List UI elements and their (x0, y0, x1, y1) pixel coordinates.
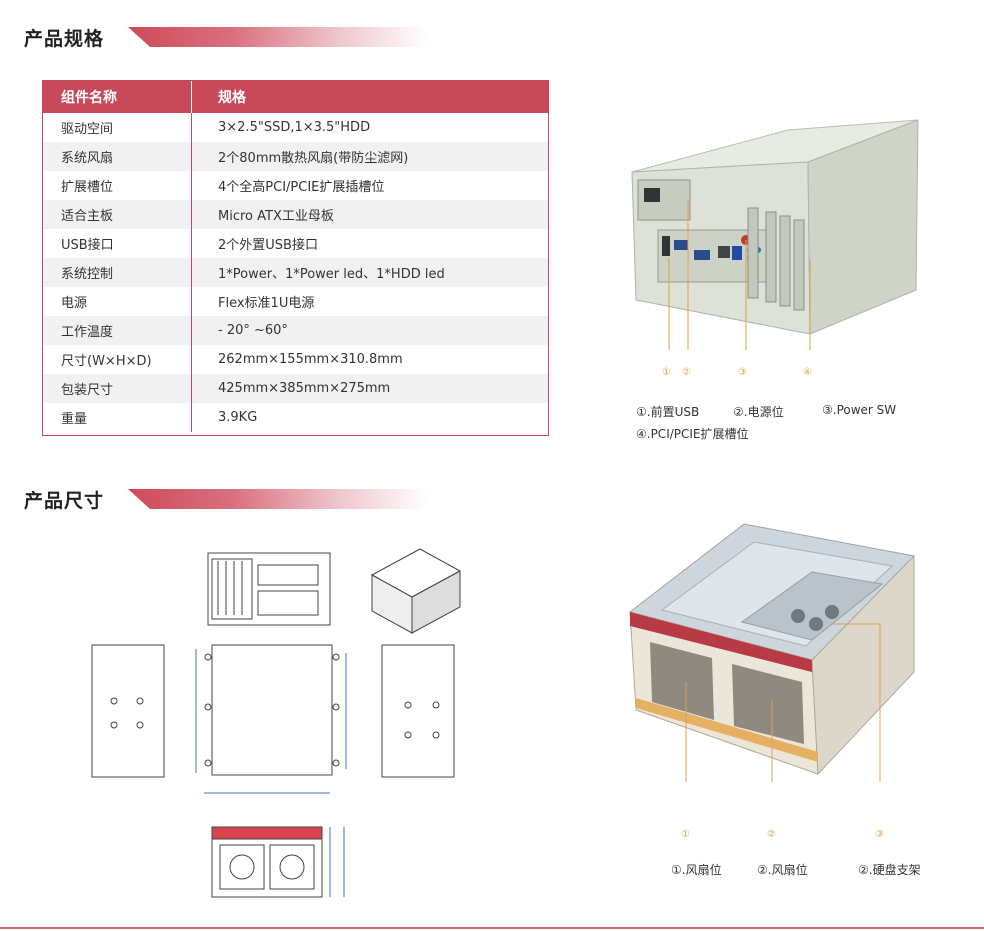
spec-row: 适合主板 Micro ATX工业母板 (43, 200, 548, 229)
spec-row: USB接口 2个外置USB接口 (43, 229, 548, 258)
dimension-drawings (91, 548, 462, 898)
spec-row-name: 重量 (43, 403, 192, 432)
spec-row: 尺寸(W×H×D) 262mm×155mm×310.8mm (43, 345, 548, 374)
front-legend-3: ②.硬盘支架 (858, 863, 921, 877)
spec-row: 系统控制 1*Power、1*Power led、1*HDD led (43, 258, 548, 287)
rear-legend-3: ③.Power SW (822, 403, 897, 417)
spec-row-value: 262mm×155mm×310.8mm (218, 352, 403, 367)
spec-row-name: 系统控制 (43, 258, 192, 287)
spec-row-value: 2个外置USB接口 (218, 238, 318, 253)
dimensions-title: 产品尺寸 (24, 489, 105, 512)
spec-row-value: Flex标准1U电源 (218, 296, 315, 311)
spec-row-value: 3.9KG (218, 410, 258, 425)
spec-row-name: 系统风扇 (43, 142, 192, 171)
spec-row-value: 1*Power、1*Power led、1*HDD led (218, 267, 445, 282)
rear-marker: ③ (738, 367, 747, 378)
spec-row-name: 包装尺寸 (43, 374, 192, 403)
spec-row: 包装尺寸 425mm×385mm×275mm (43, 374, 548, 403)
spec-row-name: 驱动空间 (43, 113, 192, 142)
spec-row-value: Micro ATX工业母板 (218, 209, 334, 224)
header-component-name: 组件名称 (43, 81, 192, 113)
front-marker: ① (681, 829, 690, 840)
spec-row-value: - 20° ~60° (218, 323, 288, 338)
spec-row: 重量 3.9KG (43, 403, 548, 432)
spec-row-name: 扩展槽位 (43, 171, 192, 200)
rear-legend-4: ④.PCI/PCIE扩展槽位 (636, 427, 749, 441)
specs-title: 产品规格 (24, 27, 105, 50)
spec-row-name: 电源 (43, 287, 192, 316)
spec-row: 扩展槽位 4个全高PCI/PCIE扩展插槽位 (43, 171, 548, 200)
spec-row-name: 尺寸(W×H×D) (43, 345, 192, 374)
spec-table: 组件名称 规格 驱动空间 3×2.5"SSD,1×3.5"HDD 系统风扇 2个80m… (42, 80, 549, 436)
front-view-photo (628, 523, 916, 782)
spec-row-value: 425mm×385mm×275mm (218, 381, 391, 396)
front-marker: ③ (875, 829, 884, 840)
dimensions-section-title: 产品尺寸 (24, 486, 428, 512)
rear-view-photo (631, 119, 919, 350)
rear-marker: ② (682, 367, 691, 378)
bottom-divider (0, 927, 984, 929)
spec-row-name: 工作温度 (43, 316, 192, 345)
spec-row: 驱动空间 3×2.5"SSD,1×3.5"HDD (43, 113, 548, 142)
spec-row: 工作温度 - 20° ~60° (43, 316, 548, 345)
front-legend-2: ②.风扇位 (757, 863, 808, 877)
header-spec: 规格 (218, 90, 246, 106)
title-decoration-bar (128, 27, 428, 47)
spec-row-name: 适合主板 (43, 200, 192, 229)
spec-row: 电源 Flex标准1U电源 (43, 287, 548, 316)
spec-row-value: 3×2.5"SSD,1×3.5"HDD (218, 120, 371, 135)
rear-marker: ④ (803, 367, 812, 378)
specs-section-title: 产品规格 (24, 24, 428, 50)
front-legend-1: ①.风扇位 (671, 863, 722, 877)
rear-marker: ① (662, 367, 671, 378)
spec-row-value: 2个80mm散热风扇(带防尘滤网) (218, 151, 409, 166)
spec-row-name: USB接口 (43, 229, 192, 258)
spec-row: 系统风扇 2个80mm散热风扇(带防尘滤网) (43, 142, 548, 171)
rear-legend-2: ②.电源位 (733, 405, 784, 419)
spec-table-header: 组件名称 规格 (43, 81, 548, 113)
spec-row-value: 4个全高PCI/PCIE扩展插槽位 (218, 180, 385, 195)
front-marker: ② (767, 829, 776, 840)
spec-rows: 驱动空间 3×2.5"SSD,1×3.5"HDD 系统风扇 2个80mm散热风扇(带防… (43, 113, 548, 432)
rear-legend-1: ①.前置USB (636, 405, 700, 419)
title-decoration-bar (128, 489, 428, 509)
